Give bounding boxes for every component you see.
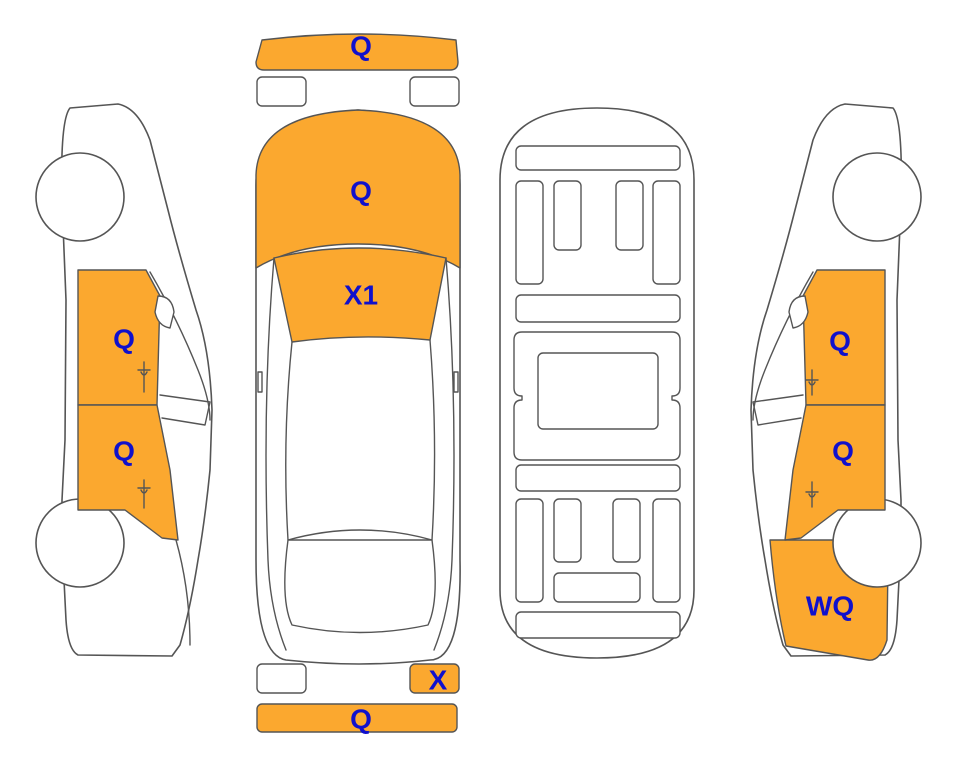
top-view: Q Q X1 X Q [255, 31, 461, 735]
top-left-mirror [257, 371, 263, 393]
left-mirror [154, 295, 175, 329]
right-side-view: Q Q WQ [750, 103, 922, 661]
left-headlight [256, 76, 307, 107]
left-taillight [256, 663, 307, 694]
left-front-door-label: Q [113, 324, 135, 355]
front-bumper-label: Q [350, 31, 372, 62]
underbody-center-panel [537, 352, 659, 430]
right-rear-door-label: Q [832, 436, 854, 467]
right-rear-door[interactable] [784, 404, 886, 541]
top-cabin-outline [285, 339, 436, 541]
right-mirror [788, 295, 809, 329]
underbody-rear-tray [553, 572, 641, 603]
rear-bumper-label: Q [350, 704, 372, 735]
hood[interactable] [255, 109, 461, 269]
underbody-cross-bar-1 [515, 294, 681, 323]
underbody-front-bar [515, 145, 681, 171]
rear-light-label: X [429, 665, 448, 696]
underbody-rear-left-rail [515, 498, 544, 603]
right-rear-wheel [832, 498, 922, 588]
underbody-rear-right-slot [612, 498, 641, 563]
right-rear-handle-icon [805, 481, 819, 508]
underbody-rear-left-slot [553, 498, 582, 563]
left-side-view: Q Q [35, 103, 213, 657]
left-rear-door[interactable] [77, 404, 179, 541]
right-headlight [409, 76, 460, 107]
right-front-door-label: Q [829, 326, 851, 357]
right-side-window [752, 394, 804, 426]
hood-label: Q [350, 176, 372, 207]
front-bumper[interactable] [255, 33, 459, 71]
right-front-handle-icon [805, 369, 819, 396]
left-rear-wheel [35, 498, 125, 588]
rear-light[interactable] [409, 663, 460, 694]
right-rear-fender-label: WQ [806, 591, 854, 622]
underbody-rear-right-rail [652, 498, 681, 603]
left-side-sill [175, 539, 191, 646]
top-right-pillar [433, 257, 455, 651]
left-rear-door-label: Q [113, 436, 135, 467]
underbody-view [499, 107, 695, 659]
top-left-pillar [265, 257, 287, 651]
underbody-rear-bar [515, 611, 681, 639]
underbody-front-right-rail [652, 180, 681, 285]
left-side-window [159, 394, 211, 426]
underbody-front-right-slot [615, 180, 644, 251]
top-rear-window [284, 529, 436, 634]
left-front-wheel [35, 152, 125, 242]
left-rear-handle-icon [137, 479, 151, 509]
right-front-door[interactable] [802, 269, 886, 406]
underbody-center-frame [513, 331, 681, 461]
right-front-wheel [832, 152, 922, 242]
underbody-front-left-rail [515, 180, 544, 285]
underbody-cross-bar-2 [515, 464, 681, 492]
left-front-door[interactable] [77, 269, 161, 406]
underbody-front-left-slot [553, 180, 582, 251]
windshield-label: X1 [344, 280, 378, 311]
left-front-handle-icon [137, 361, 151, 393]
top-right-mirror [453, 371, 459, 393]
rear-bumper[interactable] [256, 703, 458, 733]
